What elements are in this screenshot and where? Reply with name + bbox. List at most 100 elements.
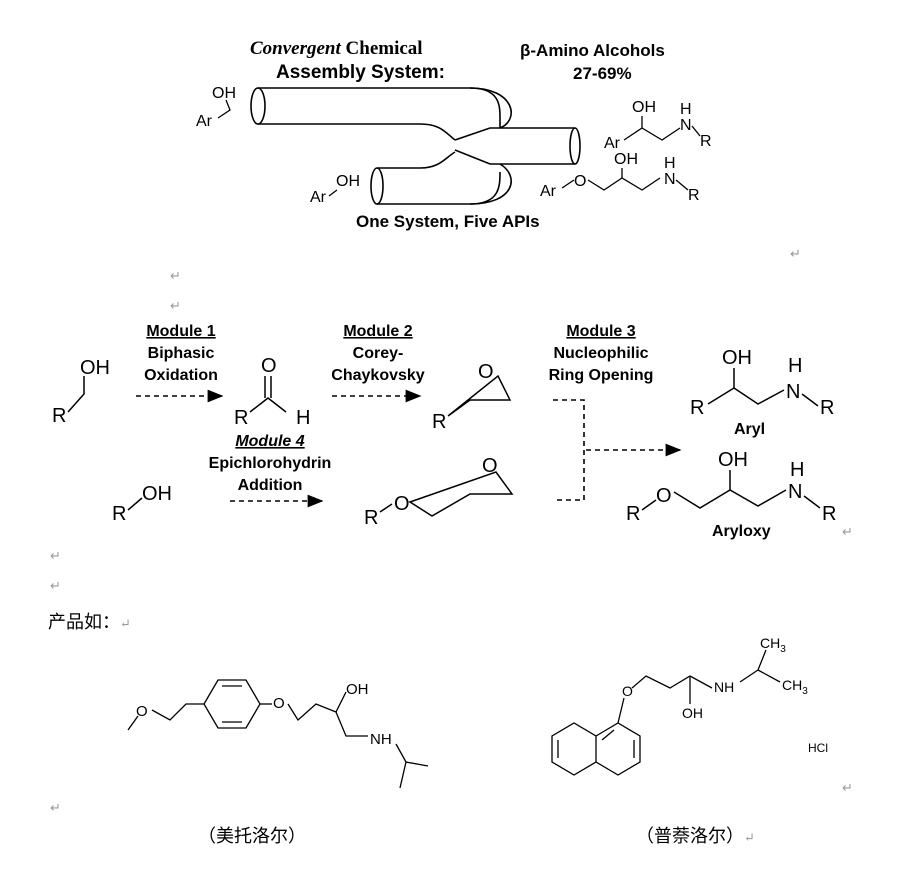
svg-text:OH: OH (718, 449, 748, 471)
propranolol-caption: （普萘洛尔）↵ (636, 826, 755, 847)
svg-text:O: O (482, 455, 498, 477)
svg-text:N: N (788, 481, 802, 503)
svg-text:H: H (788, 355, 802, 377)
svg-text:CH3: CH3 (782, 677, 808, 697)
svg-text:Nucleophilic: Nucleophilic (553, 345, 648, 362)
aryl-methanol-structure: OH Ar (196, 85, 236, 130)
aldehyde-structure: R O H (234, 355, 310, 429)
svg-text:OH: OH (80, 357, 110, 379)
svg-text:OH: OH (682, 705, 703, 721)
svg-text:N: N (786, 381, 800, 403)
paragraph-mark: ↵ (50, 800, 61, 815)
svg-text:Oxidation: Oxidation (144, 367, 218, 384)
hydroxyl-compound-structure: R OH (112, 483, 172, 525)
svg-text:R: R (52, 405, 66, 427)
svg-text:R: R (820, 397, 834, 419)
graphic-caption: One System, Five APIs (356, 212, 540, 231)
svg-text:O: O (622, 683, 633, 699)
reaction-arrows (136, 389, 682, 508)
svg-text:R: R (626, 503, 640, 525)
svg-text:H: H (790, 459, 804, 481)
svg-text:Aryl: Aryl (734, 421, 765, 438)
module-3-label: Module 3 Nucleophilic Ring Opening (549, 323, 654, 384)
svg-text:CH3: CH3 (760, 635, 786, 655)
products-intro-text: 产品如：↵ (48, 612, 131, 633)
svg-text:N: N (664, 171, 676, 188)
pipe-network (250, 87, 581, 205)
svg-text:R: R (432, 411, 446, 433)
primary-alcohol-structure: R OH (52, 357, 110, 427)
metoprolol-structure: O O OH NH (127, 679, 429, 789)
svg-text:OH: OH (346, 681, 369, 698)
svg-text:Module 4: Module 4 (235, 433, 304, 450)
aryl-product-structure: R OH N H R Aryl (690, 347, 834, 438)
svg-text:Corey-: Corey- (353, 345, 404, 362)
svg-text:OH: OH (632, 99, 656, 116)
paragraph-mark: ↵ (170, 298, 181, 313)
svg-text:N: N (680, 117, 692, 134)
paragraph-mark: ↵ (842, 524, 853, 539)
svg-text:OH: OH (722, 347, 752, 369)
svg-text:H: H (664, 155, 676, 172)
module-1-label: Module 1 Biphasic Oxidation (144, 323, 218, 384)
svg-text:O: O (261, 355, 277, 377)
svg-text:O: O (574, 173, 586, 190)
svg-text:R: R (822, 503, 836, 525)
metoprolol-caption: （美托洛尔） (198, 826, 306, 847)
svg-text:Chaykovsky: Chaykovsky (331, 367, 424, 384)
svg-text:O: O (136, 703, 148, 720)
svg-text:O: O (478, 361, 494, 383)
aryloxy-amino-alcohol-structure: Ar O OH N H R (540, 151, 700, 204)
yield-range-label: 27-69% (573, 64, 632, 83)
svg-text:R: R (690, 397, 704, 419)
svg-text:Ar: Ar (196, 113, 213, 130)
graphic-title-line2: Assembly System: (276, 62, 445, 83)
svg-text:Ring Opening: Ring Opening (549, 367, 654, 384)
propranolol-structure: O OH NH CH3 CH3 HCl (551, 635, 828, 776)
paragraph-mark: ↵ (170, 268, 181, 283)
svg-text:R: R (688, 187, 700, 204)
module-2-label: Module 2 Corey- Chaykovsky (331, 323, 424, 384)
svg-text:R: R (364, 507, 378, 529)
paragraph-mark: ↵ (842, 780, 853, 795)
svg-text:R: R (112, 503, 126, 525)
svg-text:Module 3: Module 3 (566, 323, 635, 340)
aryloxy-product-structure: R O OH N H R Aryloxy (626, 449, 836, 540)
svg-text:O: O (273, 695, 285, 712)
svg-text:OH: OH (614, 151, 638, 168)
beta-amino-alcohols-label: β-Amino Alcohols (520, 41, 665, 60)
paragraph-mark: ↵ (50, 548, 61, 563)
svg-text:OH: OH (212, 85, 236, 102)
svg-text:Biphasic: Biphasic (148, 345, 215, 362)
svg-text:R: R (234, 407, 248, 429)
svg-text:Module 2: Module 2 (343, 323, 412, 340)
paragraph-mark: ↵ (790, 246, 801, 261)
svg-text:H: H (296, 407, 310, 429)
svg-text:Epichlorohydrin: Epichlorohydrin (209, 455, 332, 472)
aryl-amino-alcohol-structure: Ar OH N H R (604, 99, 712, 152)
svg-text:NH: NH (370, 731, 392, 748)
graphic-title-line1: Convergent Chemical (250, 38, 423, 59)
svg-text:Aryloxy: Aryloxy (712, 523, 771, 540)
paragraph-mark: ↵ (50, 578, 61, 593)
svg-text:OH: OH (142, 483, 172, 505)
svg-text:O: O (656, 485, 672, 507)
svg-text:R: R (700, 133, 712, 150)
glycidyl-ether-structure: R O O (364, 455, 514, 529)
convergence-bracket (553, 399, 585, 501)
svg-text:NH: NH (714, 679, 734, 695)
svg-text:Ar: Ar (604, 135, 621, 152)
hcl-salt-label: HCl (808, 741, 828, 755)
epoxide-structure: R O (432, 361, 512, 433)
svg-text:Addition: Addition (238, 477, 303, 494)
phenol-structure: Ar OH (310, 173, 360, 206)
svg-text:O: O (394, 493, 410, 515)
svg-text:Ar: Ar (540, 183, 557, 200)
svg-text:Module 1: Module 1 (146, 323, 215, 340)
svg-text:Ar: Ar (310, 189, 327, 206)
module-4-label: Module 4 Epichlorohydrin Addition (209, 433, 332, 494)
svg-text:H: H (680, 101, 692, 118)
convergent-assembly-graphic: Convergent Chemical Assembly System: β-A… (196, 38, 712, 231)
module-reaction-scheme: Module 1 Biphasic Oxidation Module 2 Cor… (52, 323, 836, 540)
svg-text:OH: OH (336, 173, 360, 190)
